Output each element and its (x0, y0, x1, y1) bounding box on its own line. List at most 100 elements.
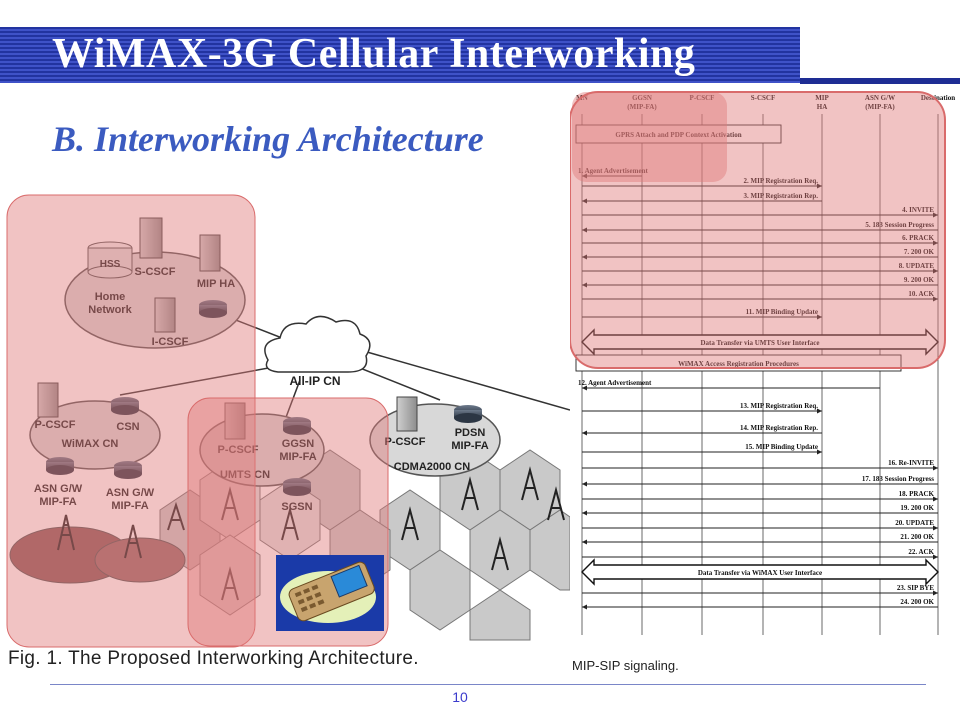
home-label: Home (95, 291, 126, 303)
arrow-head (582, 198, 587, 204)
entity-label: (MIP-FA) (627, 103, 657, 111)
data-transfer-band (581, 328, 939, 356)
architecture-caption: Fig. 1. The Proposed Interworking Archit… (8, 648, 419, 669)
cdma-cn-label: CDMA2000 CN (394, 461, 470, 473)
sequence-caption: MIP-SIP signaling. (572, 658, 679, 673)
entity-label: GGSN (632, 94, 652, 102)
asn2-label-1: ASN G/W (106, 487, 155, 499)
entity-label: ASN G/W (865, 94, 895, 102)
umts-cn-label: UMTS CN (220, 469, 270, 481)
server-icon (154, 297, 176, 333)
message-label: 8. UPDATE (899, 262, 935, 270)
message-label: 7. 200 OK (904, 248, 935, 256)
procedure-box (575, 124, 782, 144)
data-transfer-band (581, 558, 939, 586)
procedure-label: WiMAX Access Registration Procedures (678, 360, 799, 368)
slide-title: WiMAX-3G Cellular Interworking (52, 31, 696, 77)
message-label: 11. MIP Binding Update (746, 308, 818, 316)
arrow-head (582, 481, 587, 487)
procedure-label: GPRS Attach and PDP Context Activation (615, 131, 741, 139)
umts-p-cscf-label: P-CSCF (218, 444, 259, 456)
pdsn-label-1: PDSN (455, 427, 486, 439)
router-icon (114, 461, 142, 479)
entity-label: Destination (921, 94, 955, 102)
hss-icon (87, 241, 133, 279)
router-icon (111, 397, 139, 415)
arrow-head (933, 590, 938, 596)
arrow-head (582, 385, 587, 391)
arrow-head (933, 268, 938, 274)
arrow-head (933, 465, 938, 471)
arrow-head (817, 449, 822, 455)
message-label: 24. 200 OK (900, 598, 934, 606)
message-label: 18. PRACK (899, 490, 935, 498)
arrow-head (582, 510, 587, 516)
i-cscf-label: I-CSCF (152, 336, 189, 348)
page-number: 10 (452, 689, 468, 705)
ggsn-label-1: GGSN (282, 438, 314, 450)
sgsn-label: SGSN (281, 501, 312, 513)
highlight-home-wimax (6, 194, 256, 648)
highlight-seq-top (572, 92, 727, 182)
message-label: 13. MIP Registration Req. (740, 402, 818, 410)
arrow-head (817, 408, 822, 414)
entity-label: P-CSCF (690, 94, 715, 102)
wimax-cell (94, 537, 186, 583)
message-label: 21. 200 OK (900, 533, 934, 541)
arrow-head (582, 604, 587, 610)
message-label: 10. ACK (908, 290, 934, 298)
asn1-label-1: ASN G/W (34, 483, 83, 495)
asn1-label-2: MIP-FA (39, 496, 76, 508)
architecture-diagram: HSS S-CSCF MIP HA Home Network I-CSCF Al… (6, 194, 570, 648)
server-icon (199, 234, 221, 272)
message-label: 22. ACK (908, 548, 934, 556)
mip-ha-label: MIP HA (197, 278, 235, 290)
all-ip-cloud (264, 315, 371, 373)
message-label: 19. 200 OK (900, 504, 934, 512)
message-label: 23. SIP BYE (897, 584, 934, 592)
hss-label: HSS (100, 259, 121, 270)
tower-icons (57, 466, 565, 601)
slide-subtitle: B. Interworking Architecture (52, 119, 484, 159)
s-cscf-label: S-CSCF (135, 266, 176, 278)
ggsn-label-2: MIP-FA (279, 451, 316, 463)
message-label: 14. MIP Registration Rep. (740, 424, 818, 432)
message-label: 3. MIP Registration Rep. (744, 192, 819, 200)
message-label: 4. INVITE (902, 206, 934, 214)
title-bar-rule (800, 78, 960, 84)
entity-label: HA (817, 103, 828, 111)
router-icon (46, 457, 74, 475)
arrow-head (582, 254, 587, 260)
entity-label: (MIP-FA) (865, 103, 895, 111)
arrow-head (582, 173, 587, 179)
band-label: Data Transfer via WiMAX User Interface (698, 569, 822, 577)
arrow-head (933, 554, 938, 560)
arrow-head (817, 183, 822, 189)
arrow-head (933, 296, 938, 302)
arrow-head (582, 539, 587, 545)
server-icon (396, 396, 418, 432)
server-icon (139, 217, 163, 259)
arrow-head (582, 430, 587, 436)
message-label: 12. Agent Advertisement (578, 379, 652, 387)
message-label: 9. 200 OK (904, 276, 935, 284)
arrow-head (933, 496, 938, 502)
title-bar (0, 27, 800, 83)
arrow-head (582, 282, 587, 288)
entity-label: MIP (815, 94, 829, 102)
message-label: 16. Re-INVITE (888, 459, 934, 467)
message-label: 6. PRACK (902, 234, 934, 242)
message-label: 17. 183 Session Progress (862, 475, 934, 483)
all-ip-label: All-IP CN (289, 374, 340, 388)
message-label: 20. UPDATE (895, 519, 934, 527)
pdsn-label-2: MIP-FA (451, 440, 488, 452)
server-icon (224, 402, 246, 440)
csn-label: CSN (116, 421, 139, 433)
router-icon (283, 417, 311, 435)
network-label: Network (88, 304, 132, 316)
arrow-head (933, 525, 938, 531)
arrow-head (933, 240, 938, 246)
band-label: Data Transfer via UMTS User Interface (700, 339, 819, 347)
arrow-head (582, 227, 587, 233)
